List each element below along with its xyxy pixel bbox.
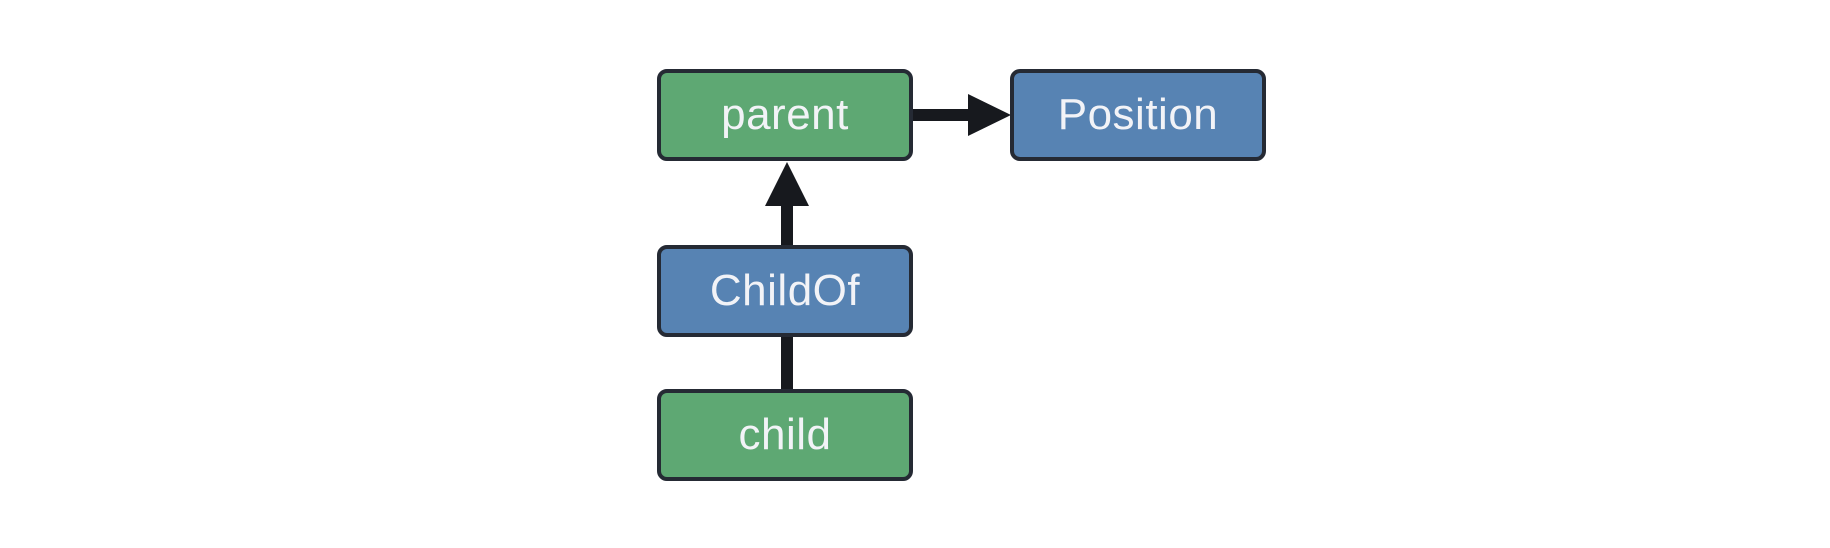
node-parent-label: parent [721, 90, 849, 139]
arrowhead-right-icon [968, 94, 1011, 136]
node-position: Position [1010, 69, 1266, 161]
node-parent: parent [657, 69, 913, 161]
arrowhead-up-icon [765, 162, 809, 206]
node-childof-label: ChildOf [709, 266, 861, 315]
node-childof: ChildOf [657, 245, 913, 337]
node-child: child [657, 389, 913, 481]
node-position-label: Position [1057, 90, 1219, 139]
node-child-label: child [738, 410, 832, 459]
